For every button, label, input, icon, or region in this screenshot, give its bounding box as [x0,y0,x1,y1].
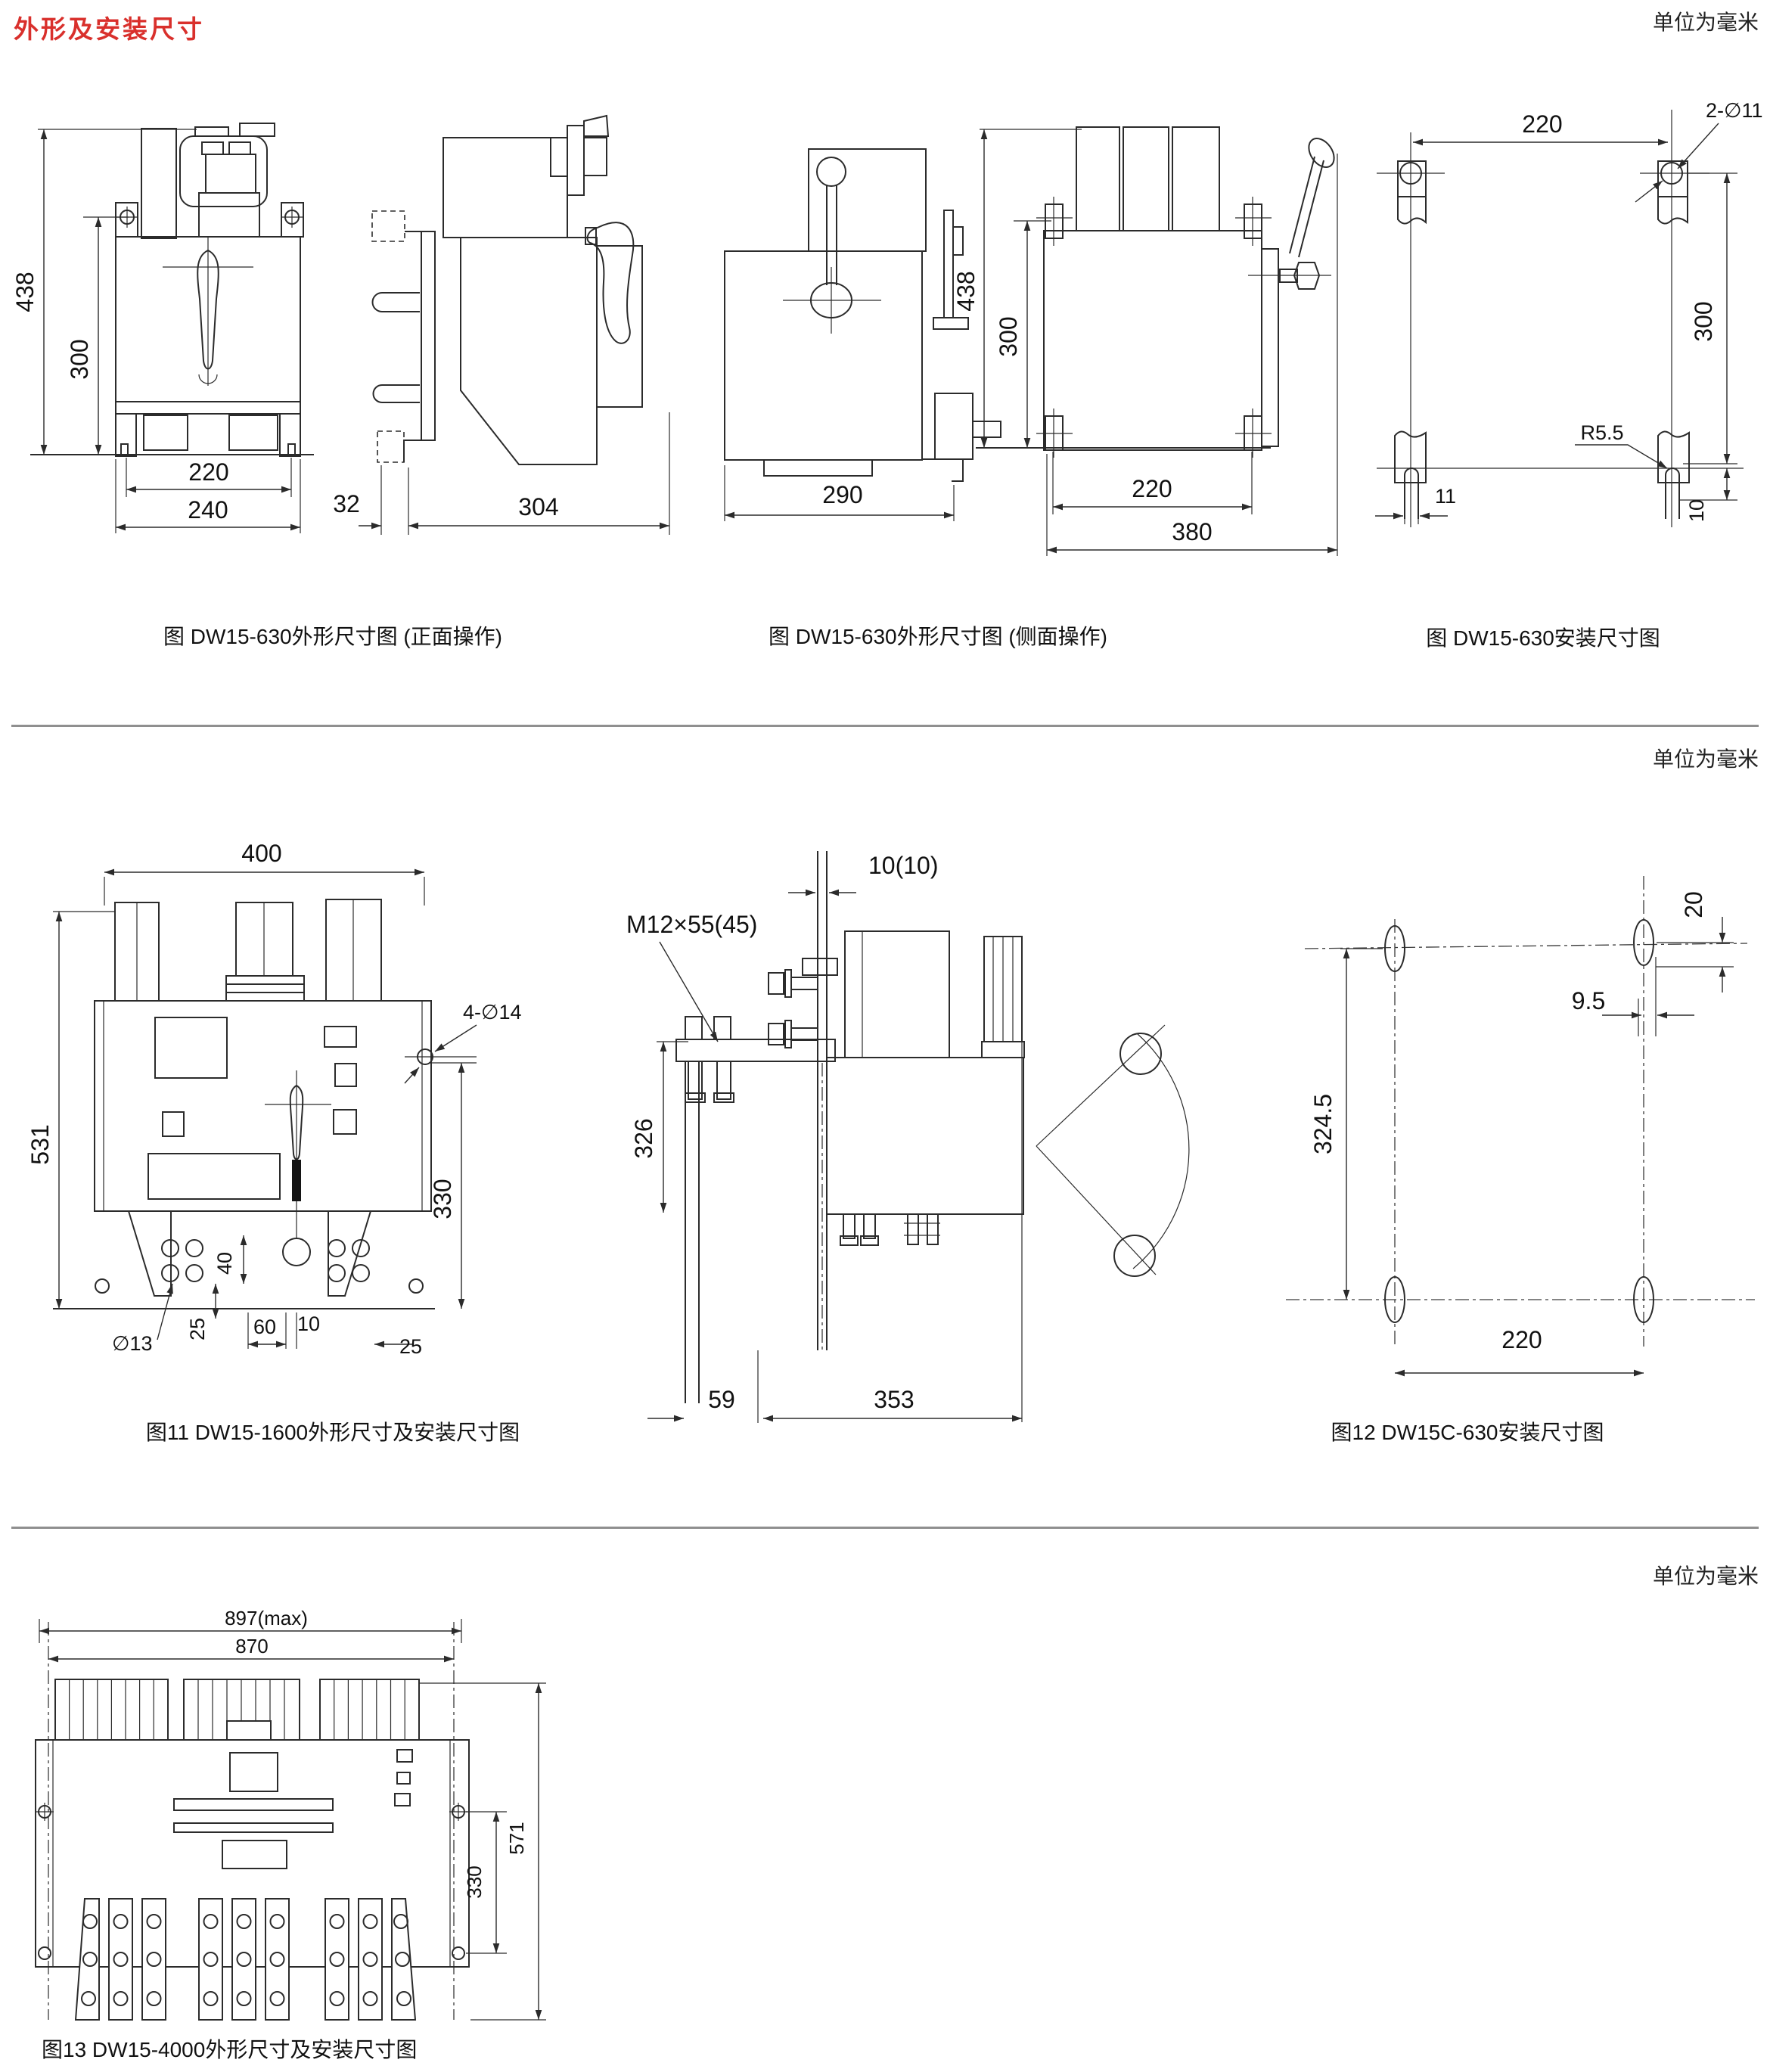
unit-note-top: 单位为毫米 [1652,11,1759,34]
figure-dw15-630-sideop-side-drawing: 290 [724,148,1001,521]
fig11-dimensions: 400 531 4-∅14 330 ∅13 25 40 60 10 25 [26,840,522,1358]
dim-324-5: 324.5 [1309,1094,1337,1154]
dim-400: 400 [241,840,281,867]
label-d13: ∅13 [112,1332,153,1355]
dim-32: 32 [333,490,360,517]
section-divider-2 [11,1527,1759,1529]
unit-note-bottom: 单位为毫米 [1652,1564,1759,1588]
fig1-outline [30,123,314,457]
dim-220b: 220 [1132,475,1172,502]
dim-380: 380 [1172,518,1212,545]
unit-note-mid: 单位为毫米 [1652,747,1759,771]
dim-300b: 300 [995,316,1022,356]
dim-870: 870 [235,1635,268,1657]
figure-dw15c-630-install-drawing: 20 9.5 324.5 220 [1286,876,1755,1377]
dim-59: 59 [708,1386,735,1413]
fig5-outline [1377,110,1744,527]
dim-25b: 25 [399,1335,422,1358]
page-title: 外形及安装尺寸 [14,15,204,43]
fig13-terminals [74,1898,417,2021]
fig5-dimensions: 220 2-∅11 300 R5.5 11 10 [1375,99,1763,524]
fig3-outline [724,148,1001,482]
figure-dw15-1600-side-drawing: 10(10) M12×55(45) 326 59 353 [626,851,1190,1423]
fig2-outline [371,114,643,465]
dim-40: 40 [213,1252,236,1275]
fig11b-dimensions: 10(10) M12×55(45) 326 59 353 [626,852,1022,1423]
fig11b-outline [675,851,1190,1422]
fig4-outline [976,126,1338,556]
fig3-dimensions: 290 [724,465,955,521]
caption-dw15-630-front: 图 DW15-630外形尺寸图 (正面操作) [163,625,503,648]
fig13-dimensions: 897(max) 870 571 330 [39,1607,546,2021]
dim-20: 20 [1680,891,1707,918]
label-4-d14: 4-∅14 [463,1001,522,1024]
fig12-dimensions: 20 9.5 324.5 220 [1309,891,1726,1377]
figure-dw15-630-side-drawing: 32 304 [333,114,670,535]
figure-dw15-1600-drawing: 400 531 4-∅14 330 ∅13 25 40 60 10 25 [26,840,522,1358]
dim-438b: 438 [952,271,980,311]
dim-300: 300 [66,339,93,379]
dim-571: 571 [505,1822,528,1854]
dim-330b: 330 [463,1865,486,1898]
dim-897max: 897(max) [225,1607,308,1629]
fig12-outline [1286,876,1755,1347]
figure-dw15-630-front-drawing: 438 300 220 240 [11,123,314,533]
fig11-outline [53,899,477,1309]
figure-dw15-630-sideop-front-drawing: 438 300 220 380 [952,126,1338,556]
fig1-dimensions: 438 300 220 240 [11,129,301,533]
caption-dw15c-630: 图12 DW15C-630安装尺寸图 [1331,1421,1604,1444]
caption-dw15-630-install: 图 DW15-630安装尺寸图 [1426,626,1660,650]
dim-304: 304 [518,493,558,520]
dim-220c: 220 [1501,1326,1542,1353]
dim-25a: 25 [186,1318,209,1340]
dim-353: 353 [874,1386,914,1413]
dim-inst-300: 300 [1690,301,1717,341]
caption-dw15-1600: 图11 DW15-1600外形尺寸及安装尺寸图 [145,1421,520,1444]
caption-dw15-630-side: 图 DW15-630外形尺寸图 (侧面操作) [768,625,1108,648]
dim-326: 326 [630,1118,657,1158]
fig4-dimensions: 438 300 220 380 [952,129,1337,556]
figure-dw15-4000-drawing: 897(max) 870 571 330 [35,1607,546,2021]
dim-9-5: 9.5 [1572,987,1605,1014]
dim-10b: 10 [297,1312,320,1335]
dim-10: 10 [1685,499,1708,522]
label-r55: R5.5 [1580,421,1623,444]
dim-60: 60 [253,1316,276,1338]
fig13-outline [35,1622,470,2021]
dim-inst-220: 220 [1522,110,1562,138]
dim-220: 220 [188,458,228,486]
label-2-d11: 2-∅11 [1706,99,1763,122]
dim-240: 240 [188,496,228,523]
dim-438: 438 [11,272,39,312]
figure-dw15-630-install-drawing: 220 2-∅11 300 R5.5 11 10 [1375,99,1763,527]
dim-11: 11 [1435,485,1456,508]
dim-290: 290 [822,481,862,508]
fig2-dimensions: 32 304 [333,412,670,535]
dim-10-10: 10(10) [868,852,939,879]
dim-531: 531 [26,1124,54,1164]
section-divider-1 [11,725,1759,727]
label-m12: M12×55(45) [626,911,757,938]
caption-dw15-4000: 图13 DW15-4000外形尺寸及安装尺寸图 [42,2038,418,2061]
dim-330: 330 [429,1179,456,1219]
